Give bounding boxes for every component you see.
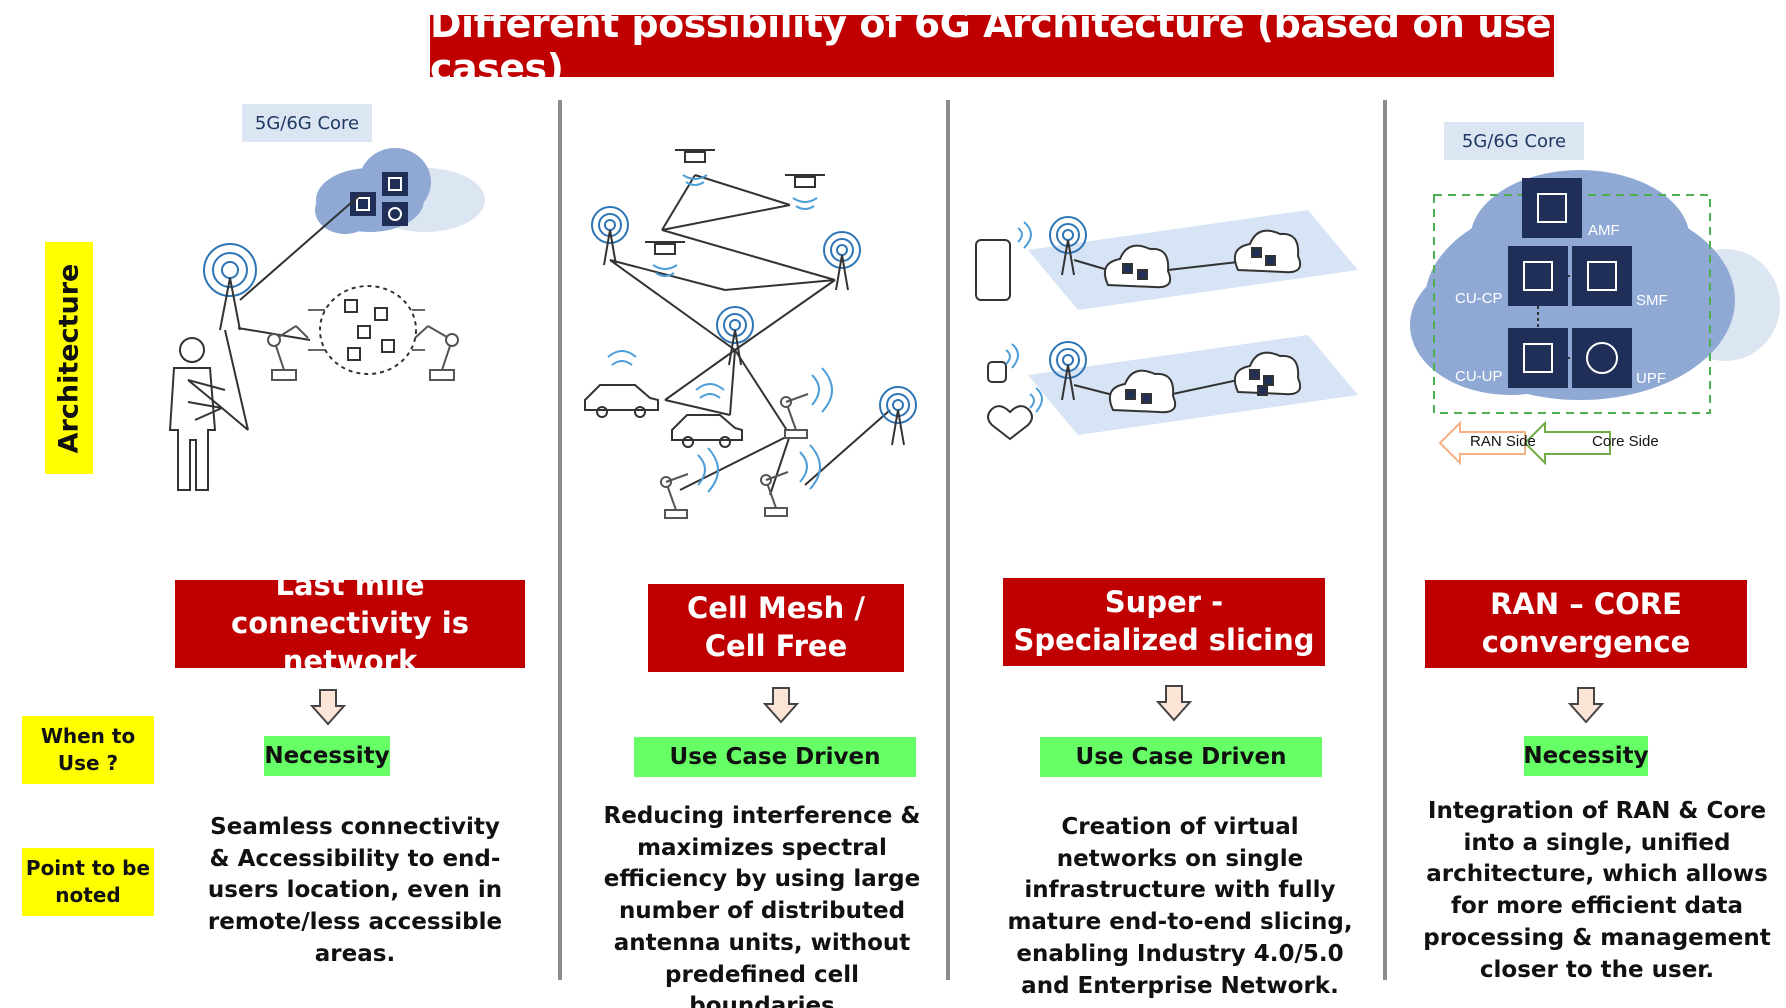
down-arrow-icon: [310, 689, 346, 726]
slicing-illustration: [975, 210, 1358, 441]
last-mile-illustration: [168, 148, 485, 491]
drone-icon: [675, 149, 715, 186]
antenna-tower-icon: [1049, 341, 1087, 401]
when-tag: Use Case Driven: [1040, 737, 1322, 777]
cu-cp-label: CU-CP: [1455, 290, 1503, 307]
robot-arm-icon: [760, 444, 821, 517]
antenna-tower-icon: [823, 231, 861, 291]
robot-arm-icon: [660, 447, 719, 519]
core-side-arrow: [1523, 420, 1611, 466]
robot-arm-icon: [267, 325, 309, 381]
column-3-title: Super - Specialized slicing: [1003, 578, 1325, 666]
amf-label: AMF: [1588, 222, 1620, 239]
column-divider: [946, 100, 950, 980]
point-to-note-row-label: Point to be noted: [22, 848, 154, 916]
column-4-title: RAN – CORE convergence: [1425, 580, 1747, 668]
antenna-tower-icon: [591, 206, 629, 266]
antenna-tower-icon: [1049, 216, 1087, 276]
column-1-title: Last mile connectivity is network: [175, 568, 525, 678]
drone-icon: [645, 241, 685, 277]
convergence-boundary: [1433, 194, 1711, 414]
cu-cp-icon: [1523, 261, 1553, 291]
when-tag: Necessity: [1523, 736, 1649, 776]
antenna-tower-icon: [203, 243, 257, 331]
core-label: 5G/6G Core: [242, 104, 372, 142]
cloud-icon: [1104, 244, 1172, 289]
ran-side-label: RAN Side: [1470, 433, 1536, 450]
antenna-tower-icon: [716, 306, 754, 366]
cloud-icon: [1234, 351, 1302, 396]
smf-icon: [1587, 261, 1617, 291]
smf-label: SMF: [1636, 292, 1668, 309]
architecture-row-label: Architecture: [45, 242, 93, 474]
amf-icon: [1537, 193, 1567, 223]
column-2-title: Cell Mesh / Cell Free: [648, 584, 904, 672]
cloud-icon: [1234, 229, 1302, 274]
smartwatch-icon: [987, 343, 1019, 383]
column-1-note: Seamless connectivity & Accessibility to…: [207, 814, 503, 967]
human-body-icon: [168, 337, 226, 491]
core-label: 5G/6G Core: [1444, 122, 1584, 160]
cloud-icon: [1109, 369, 1177, 414]
core-side-label: Core Side: [1592, 433, 1659, 450]
column-divider: [558, 100, 562, 980]
when-tag: Necessity: [264, 736, 390, 776]
car-icon: [584, 350, 659, 418]
upf-label: UPF: [1636, 370, 1666, 387]
cu-up-icon: [1523, 343, 1553, 373]
antenna-tower-icon: [879, 386, 917, 446]
when-to-use-row-label: When to Use ?: [22, 716, 154, 784]
column-4-note: Integration of RAN & Core into a single,…: [1423, 798, 1771, 983]
down-arrow-icon: [763, 687, 799, 724]
when-tag: Use Case Driven: [634, 737, 916, 777]
down-arrow-icon: [1568, 687, 1604, 724]
device-cluster-icon: [319, 285, 417, 375]
cell-mesh-illustration: [584, 149, 917, 519]
heart-rate-icon: [987, 387, 1043, 441]
column-divider: [1383, 100, 1387, 980]
drone-icon: [785, 174, 825, 210]
upf-icon: [1586, 342, 1618, 374]
core-cloud-icon: [315, 148, 485, 234]
cu-up-label: CU-UP: [1455, 368, 1503, 385]
smartphone-icon: [975, 221, 1032, 301]
ran-core-convergence-illustration: [1410, 170, 1780, 466]
down-arrow-icon: [1156, 685, 1192, 722]
column-2-note: Reducing interference & maximizes spectr…: [603, 803, 921, 1008]
robot-arm-icon: [780, 367, 833, 439]
car-icon: [671, 383, 743, 448]
column-3-note: Creation of virtual networks on single i…: [1007, 814, 1353, 999]
page-title-banner: Different possibility of 6G Architecture…: [430, 2, 1554, 90]
robot-arm-icon: [414, 325, 459, 381]
